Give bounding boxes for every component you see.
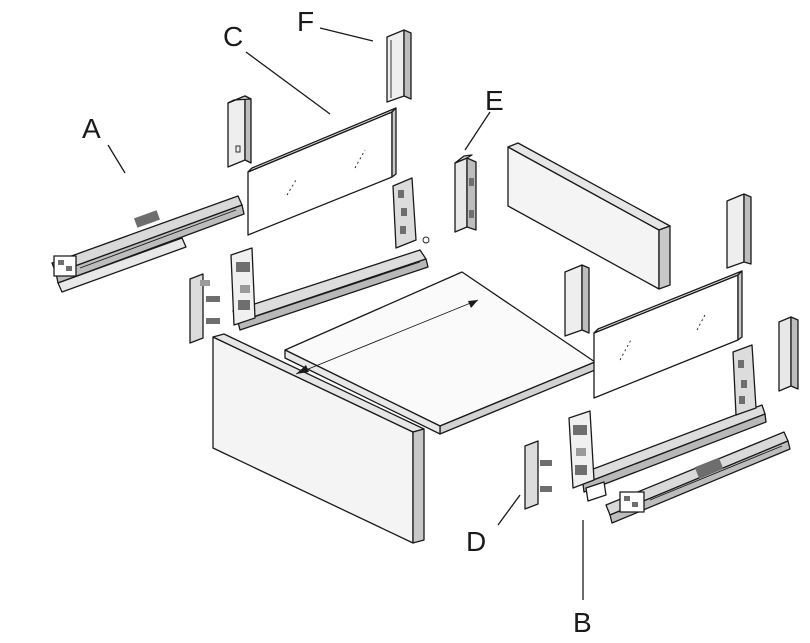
left-glass-side-panel [247, 107, 397, 236]
drawer-front-panel [212, 333, 425, 544]
component-b-right-runner [605, 431, 791, 524]
leader-e [464, 111, 491, 151]
right-drawer-profile-rail [568, 344, 767, 502]
leader-a [107, 144, 126, 174]
dimension-arrow [295, 299, 479, 375]
drawer-bottom-panel [284, 271, 596, 435]
component-a-left-runner [51, 195, 245, 293]
leader-c [245, 51, 331, 115]
component-e-back-bracket [454, 154, 477, 233]
label-b: B [573, 607, 592, 638]
left-rear-side-frame [392, 177, 430, 249]
leader-d [497, 494, 521, 526]
right-glass-side-panel [593, 270, 743, 399]
leader-lines [107, 27, 584, 600]
rear-connector-right-front [564, 264, 590, 337]
label-c: C [223, 21, 243, 52]
right-rear-bracket [778, 316, 799, 392]
label-f: F [297, 6, 314, 37]
rear-connector-left [227, 95, 252, 168]
rear-connector-right-back [726, 193, 752, 269]
label-d: D [466, 526, 486, 557]
left-drawer-profile-rail [230, 247, 429, 331]
component-d-front-bracket [524, 440, 552, 510]
component-f-clip [386, 29, 412, 103]
drawer-back-panel [507, 142, 671, 290]
leader-f [319, 27, 374, 42]
label-e: E [485, 85, 504, 116]
label-a: A [82, 113, 101, 144]
left-front-fixing-bracket [189, 273, 220, 344]
